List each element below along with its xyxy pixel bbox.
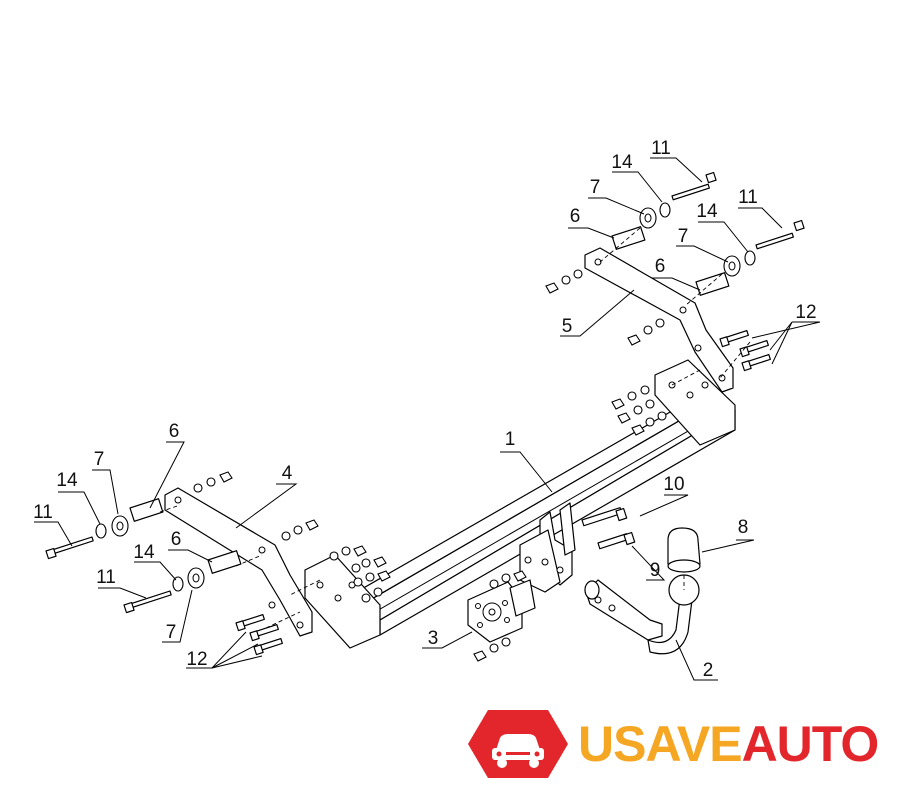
callout-c5: 5: [562, 316, 573, 337]
bolts-9-10: [581, 507, 636, 550]
left-lower-fastener-set: [123, 550, 242, 614]
nut-washer-cluster-left-top: [193, 471, 319, 541]
usaveauto-logo: USAVEAUTO: [468, 706, 888, 782]
leader-lines: [34, 157, 821, 681]
callout-c14d: 14: [696, 201, 718, 222]
right-side-bracket: [584, 247, 734, 393]
nut-washer-cluster-left-mid: [329, 545, 391, 603]
left-side-bracket: [164, 487, 313, 637]
callout-c6d: 6: [655, 256, 666, 277]
callout-c6b: 6: [171, 529, 182, 550]
callout-c11c: 11: [651, 138, 671, 159]
car-shield-icon: [468, 710, 568, 778]
callout-c7b: 7: [166, 622, 177, 643]
ball-cap: [667, 527, 701, 573]
callout-c12b: 12: [795, 302, 816, 323]
callout-c7d: 7: [678, 226, 689, 247]
callout-c8: 8: [738, 517, 749, 538]
right-lower-fastener-set: [695, 219, 805, 296]
center-mounting-bracket: [519, 502, 576, 593]
left-bolts-12: [235, 613, 283, 656]
tow-ball-neck: [584, 574, 700, 655]
right-bolts-12: [719, 329, 771, 372]
callout-c4: 4: [282, 463, 293, 484]
callout-c11b: 11: [96, 567, 116, 588]
assembly-lines: [159, 227, 751, 629]
nut-washer-cluster-right-mid: [611, 385, 667, 436]
socket-plate: [467, 579, 536, 643]
logo-text-auto: AUTO: [741, 716, 880, 772]
callout-c6c: 6: [570, 206, 581, 227]
main-crossbar: [359, 391, 736, 636]
callout-c11a: 11: [33, 502, 53, 523]
callout-c14b: 14: [133, 542, 155, 563]
callout-c12a: 12: [186, 649, 207, 670]
callout-c10: 10: [663, 474, 684, 495]
callout-c3: 3: [428, 628, 439, 649]
callout-c2: 2: [703, 660, 714, 681]
callout-c11d: 11: [738, 187, 758, 208]
callout-c7c: 7: [590, 177, 601, 198]
callout-c14c: 14: [611, 152, 633, 173]
callout-c9: 9: [650, 560, 661, 581]
logo-text-usave: USAVE: [578, 716, 743, 772]
logo-wordmark: USAVEAUTO: [578, 714, 880, 774]
left-upper-fastener-set: [45, 498, 164, 560]
callout-c7a: 7: [94, 449, 105, 470]
callout-c14a: 14: [56, 470, 78, 491]
right-end-plate: [654, 359, 736, 446]
nut-washer-cluster-right-top: [545, 269, 665, 346]
callout-c1: 1: [505, 429, 516, 450]
nut-washer-cluster-center: [473, 570, 527, 662]
callout-c6a: 6: [169, 421, 180, 442]
